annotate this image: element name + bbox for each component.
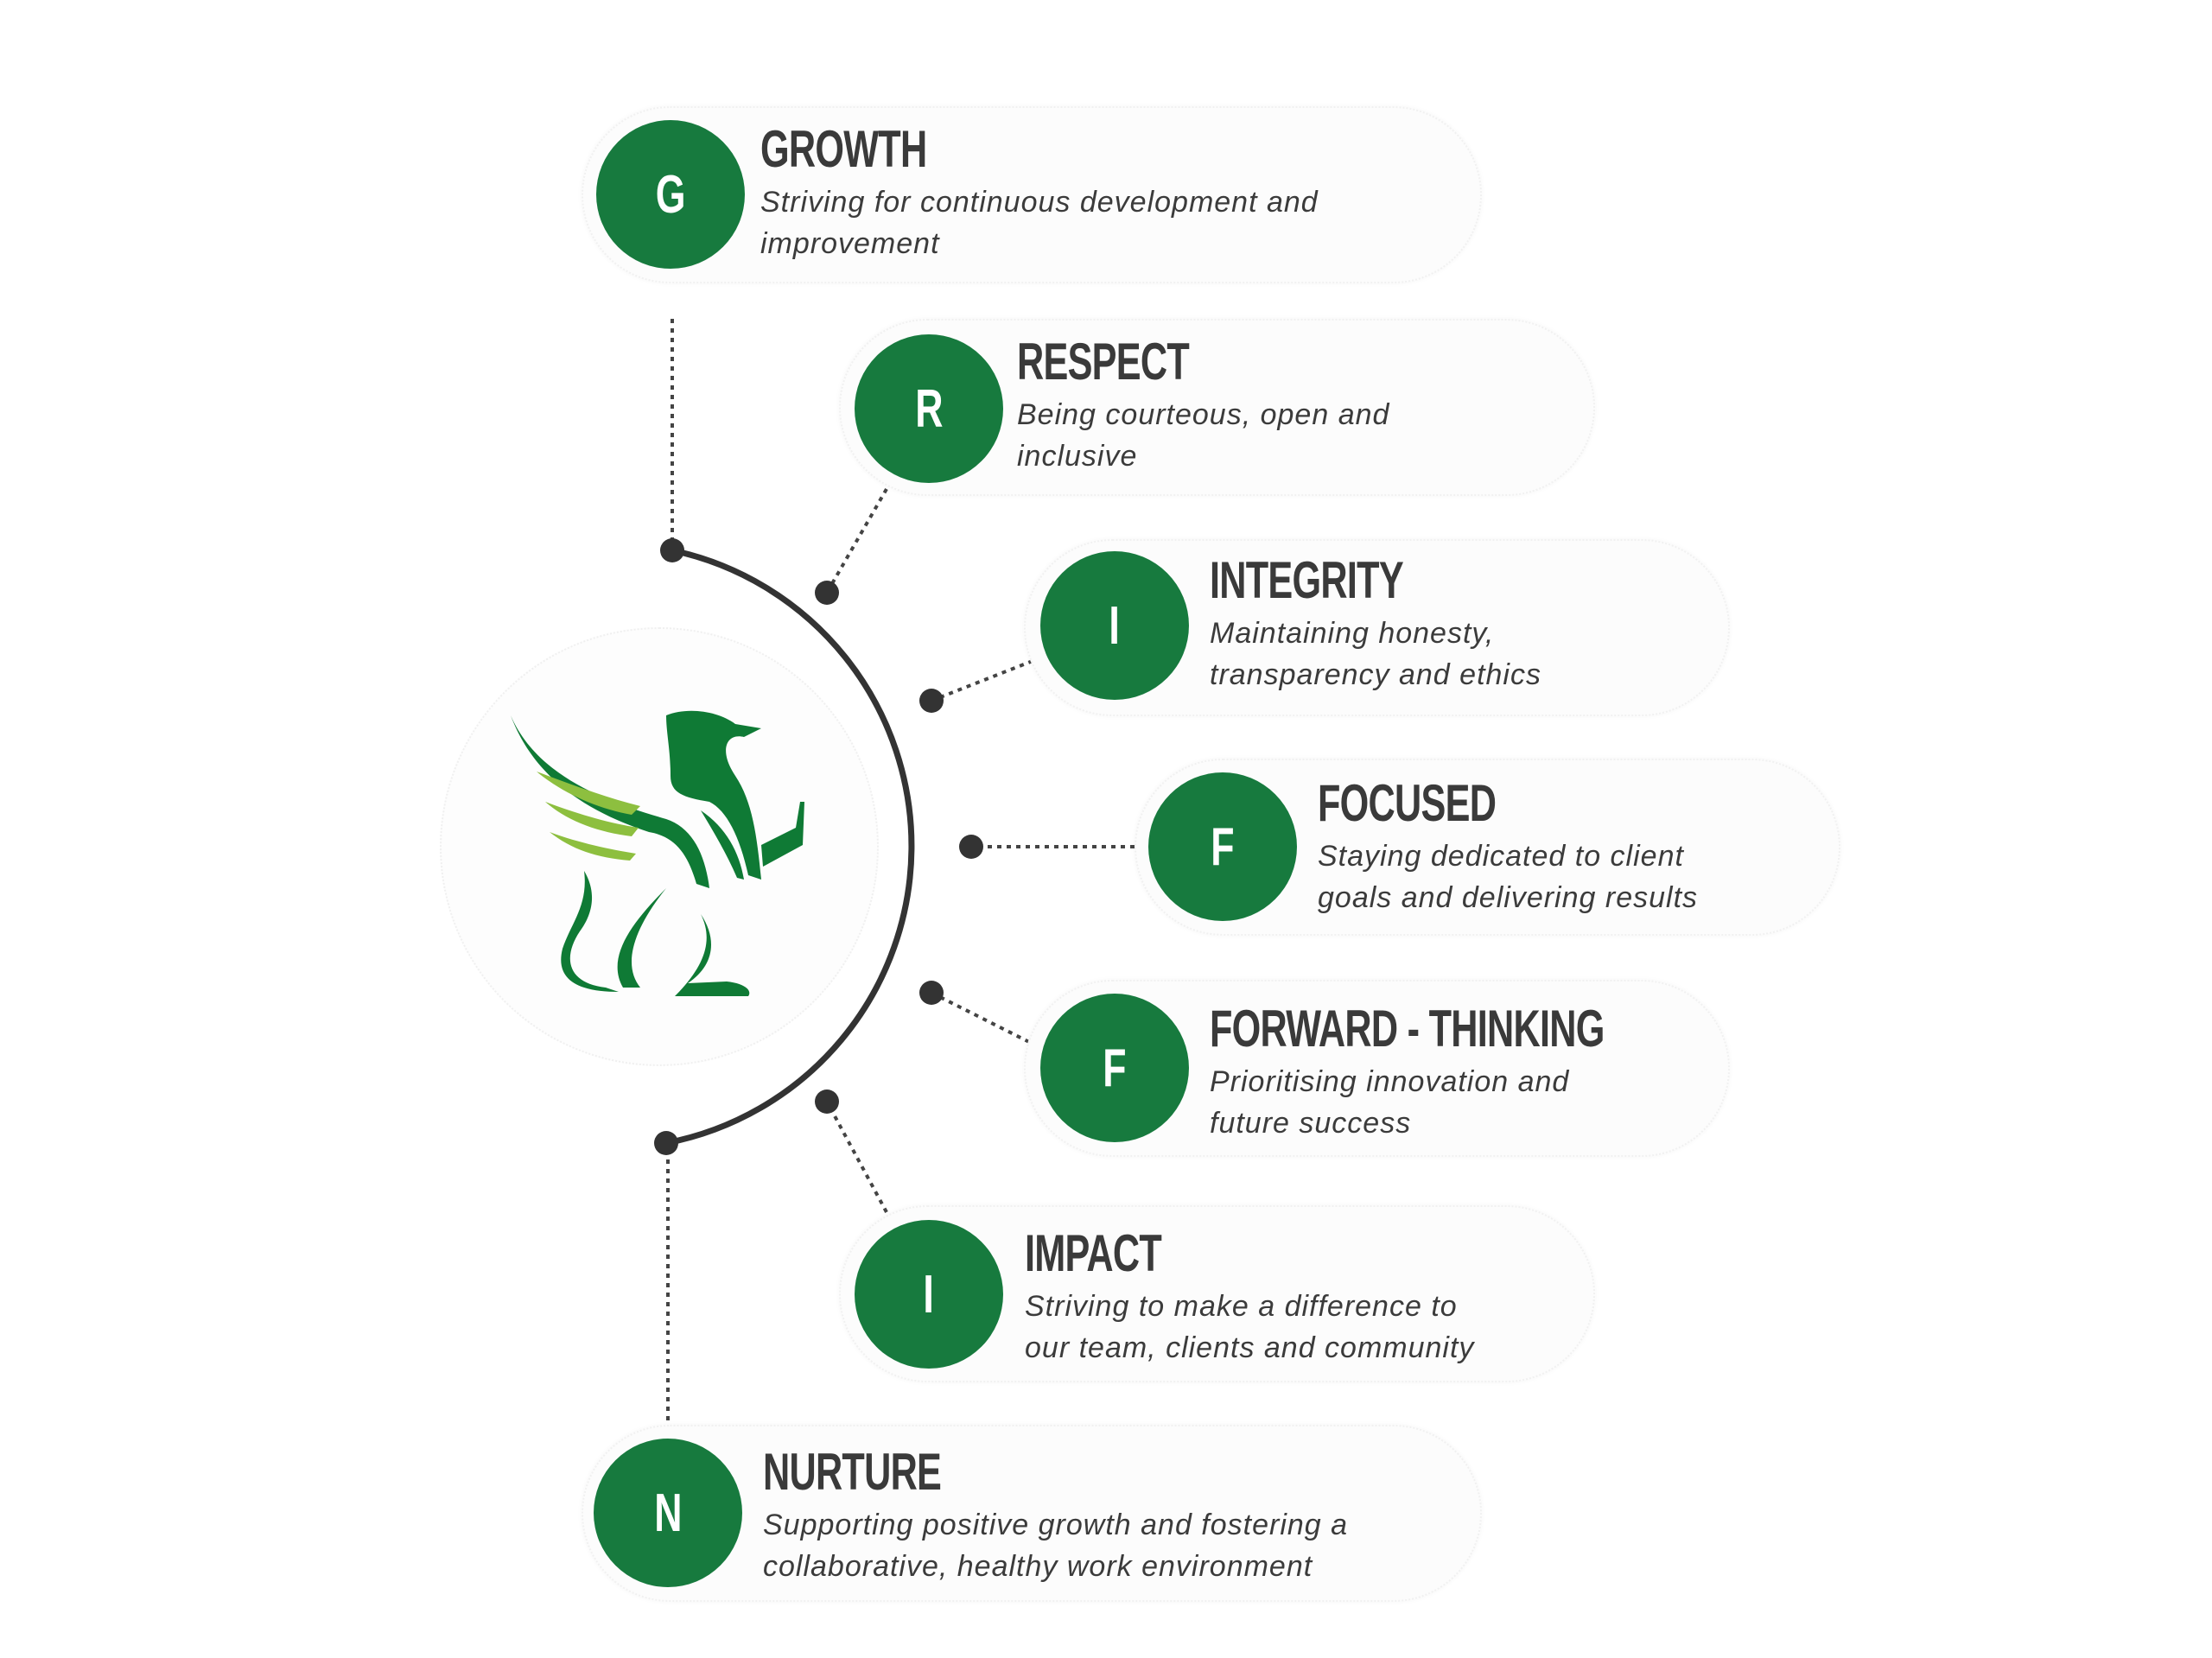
central-arc <box>665 547 915 1147</box>
badge-letter: G <box>655 164 686 225</box>
value-description-line1: Being courteous, open and <box>1017 398 1390 431</box>
value-text-forward-thinking: FORWARD - THINKING Prioritising innovati… <box>1210 1002 1758 1144</box>
value-description-line2: inclusive <box>1017 440 1138 473</box>
connector-integrity <box>931 659 1033 702</box>
value-text-integrity: INTEGRITY Maintaining honesty, transpare… <box>1210 554 1541 696</box>
letter-badge-forward-thinking: F <box>1040 994 1189 1142</box>
letter-badge-nurture: N <box>594 1439 742 1587</box>
connector-forward-thinking <box>931 991 1030 1044</box>
letter-badge-focused: F <box>1148 772 1297 921</box>
letter-badge-growth: G <box>596 120 745 269</box>
value-description-line1: Prioritising innovation and <box>1210 1065 1570 1098</box>
value-title: FORWARD - THINKING <box>1210 1000 1605 1058</box>
badge-letter: I <box>1109 595 1121 656</box>
value-text-impact: IMPACT Striving to make a difference to … <box>1025 1227 1474 1369</box>
connector-respect <box>825 488 888 594</box>
value-title: FOCUSED <box>1318 774 1497 832</box>
value-description-line1: Supporting positive growth and fostering… <box>763 1509 1349 1541</box>
value-description-line2: transparency and ethics <box>1210 658 1541 691</box>
value-title: RESPECT <box>1017 333 1190 391</box>
node-dot <box>660 538 684 562</box>
value-title: GROWTH <box>760 120 927 178</box>
connector-impact <box>825 1101 888 1213</box>
value-text-nurture: NURTURE Supporting positive growth and f… <box>763 1445 1348 1587</box>
badge-letter: R <box>914 378 944 439</box>
value-description-line1: Striving to make a difference to <box>1025 1290 1458 1323</box>
badge-letter: N <box>653 1483 683 1543</box>
node-dot <box>919 981 944 1005</box>
value-text-growth: GROWTH Striving for continuous developme… <box>760 123 1319 264</box>
logo-circle <box>440 627 879 1066</box>
value-description-line2: collaborative, healthy work environment <box>763 1550 1313 1583</box>
badge-letter: F <box>1211 816 1235 877</box>
letter-badge-respect: R <box>855 334 1003 483</box>
letter-badge-integrity: I <box>1040 551 1189 700</box>
value-title: IMPACT <box>1025 1224 1162 1282</box>
value-description-line1: Maintaining honesty, <box>1210 617 1495 650</box>
node-dot <box>654 1131 678 1155</box>
value-description-line2: goals and delivering results <box>1318 881 1699 914</box>
letter-badge-impact: I <box>855 1220 1003 1369</box>
value-description-line2: improvement <box>760 227 940 260</box>
value-text-focused: FOCUSED Staying dedicated to client goal… <box>1318 777 1698 918</box>
value-text-respect: RESPECT Being courteous, open and inclus… <box>1017 335 1389 477</box>
node-dot <box>919 689 944 713</box>
node-dot <box>815 1089 839 1114</box>
badge-letter: I <box>923 1264 935 1324</box>
griffin-icon <box>511 710 804 996</box>
value-title: INTEGRITY <box>1210 551 1404 609</box>
node-dot <box>815 581 839 605</box>
node-dot <box>959 835 983 859</box>
value-description-line1: Staying dedicated to client <box>1318 840 1684 873</box>
value-description-line2: future success <box>1210 1107 1412 1140</box>
value-description-line1: Striving for continuous development and <box>760 186 1319 219</box>
badge-letter: F <box>1103 1038 1127 1098</box>
value-description-line2: our team, clients and community <box>1025 1331 1475 1364</box>
value-title: NURTURE <box>763 1443 942 1501</box>
